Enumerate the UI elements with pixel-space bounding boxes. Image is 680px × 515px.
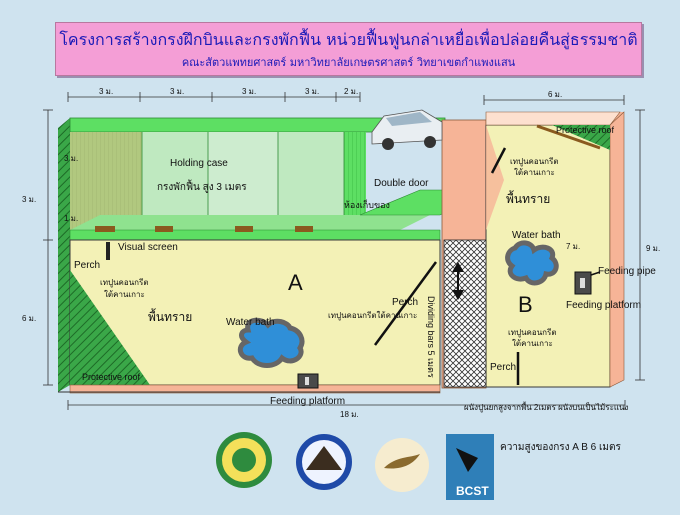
dimension-lines [43,92,645,410]
feeding-platform-right-label: Feeding platform [566,300,642,311]
page-subtitle: คณะสัตวแพทยศาสตร์ มหาวิทยาลัยเกษตรศาสตร์… [181,56,516,69]
protective-roof-left-label: Protective roof [82,372,141,382]
dim-inner-7m: 7 ม. [566,242,581,251]
recovery-cage-label: กรงพักฟื้น สูง 3 เมตร [157,182,247,193]
logo-bcst [446,434,494,500]
dim-top-2m: 2 ม. [344,87,359,96]
sand-b-label: พื้นทราย [506,192,551,206]
dim-top-3m-d: 3 ม. [305,87,320,96]
holding-case-block [58,117,446,392]
page-title: โครงการสร้างกรงฝึกบินและกรงพักฟื้น หน่วย… [59,30,638,49]
area-a-label: A [288,270,303,295]
dim-top-right-6m: 6 ม. [548,90,563,99]
area-b-label: B [518,292,533,317]
logo-university [216,432,272,488]
bcst-logo-text: BCST [456,484,489,498]
cage-height-note: ความสูงของกรง A B 6 เมตร [500,442,621,453]
holding-case-label: Holding case [170,158,228,169]
dim-top-3m-b: 3 ม. [170,87,185,96]
dim-right-9m: 9 ม. [646,244,661,253]
logo-bird-circle [375,438,429,492]
concrete-left-label-1: เทปูนคอนกรีต [100,278,149,287]
title-banner: โครงการสร้างกรงฝึกบินและกรงพักฟื้น หน่วย… [55,22,642,76]
water-bath-a [237,317,305,368]
dim-inner-3m: 3 ม. [64,154,79,163]
water-bath-b [505,240,559,286]
dim-left-6m: 6 ม. [22,314,37,323]
dim-bottom-18m: 18 ม. [340,410,359,419]
protective-roof-right-label: Protective roof [556,125,615,135]
feeding-pipe [590,271,601,276]
perch-left-label: Perch [74,260,101,271]
feeding-pipe-label: Feeding pipe [598,266,656,277]
wall-note: ผนังปูนยกสูงจากพื้น 2เมตร ผนังบนเป็นไม้ร… [464,403,629,412]
dim-left-3m: 3 ม. [22,195,37,204]
double-door-label: Double door [374,178,429,189]
dividing-bars-label: Dividing bars 5 เมตร [426,296,436,378]
water-bath-a-label: Water bath [226,317,275,328]
water-bath-b-label: Water bath [512,230,561,241]
concrete-left-label-2: ใต้คานเกาะ [104,290,145,299]
concrete-b-label-2: ใต้คานเกาะ [512,339,553,348]
concrete-top-label: เทปูนคอนกรีต [510,157,559,166]
perch-b-label: Perch [490,362,517,373]
logo-raptor-society [296,434,352,490]
dim-top-3m-c: 3 ม. [242,87,257,96]
concrete-center-label: เทปูนคอนกรีตใต้คานเกาะ [328,311,418,320]
car-icon [371,109,443,150]
dim-top-3m-a: 3 ม. [99,87,114,96]
concrete-top-label-2: ใต้คานเกาะ [514,168,555,177]
feeding-platform-bottom-label: Feeding platform [270,396,346,407]
visual-screen-label: Visual screen [118,242,178,253]
protective-roof-left [70,270,150,385]
perch-center-label: Perch [392,297,419,308]
storage-room-label: ห้องเก็บของ [344,200,390,210]
sand-a-label: พื้นทราย [148,310,193,324]
dim-inner-1m: 1 ม. [64,214,79,223]
concrete-b-label-1: เทปูนคอนกรีต [508,328,557,337]
